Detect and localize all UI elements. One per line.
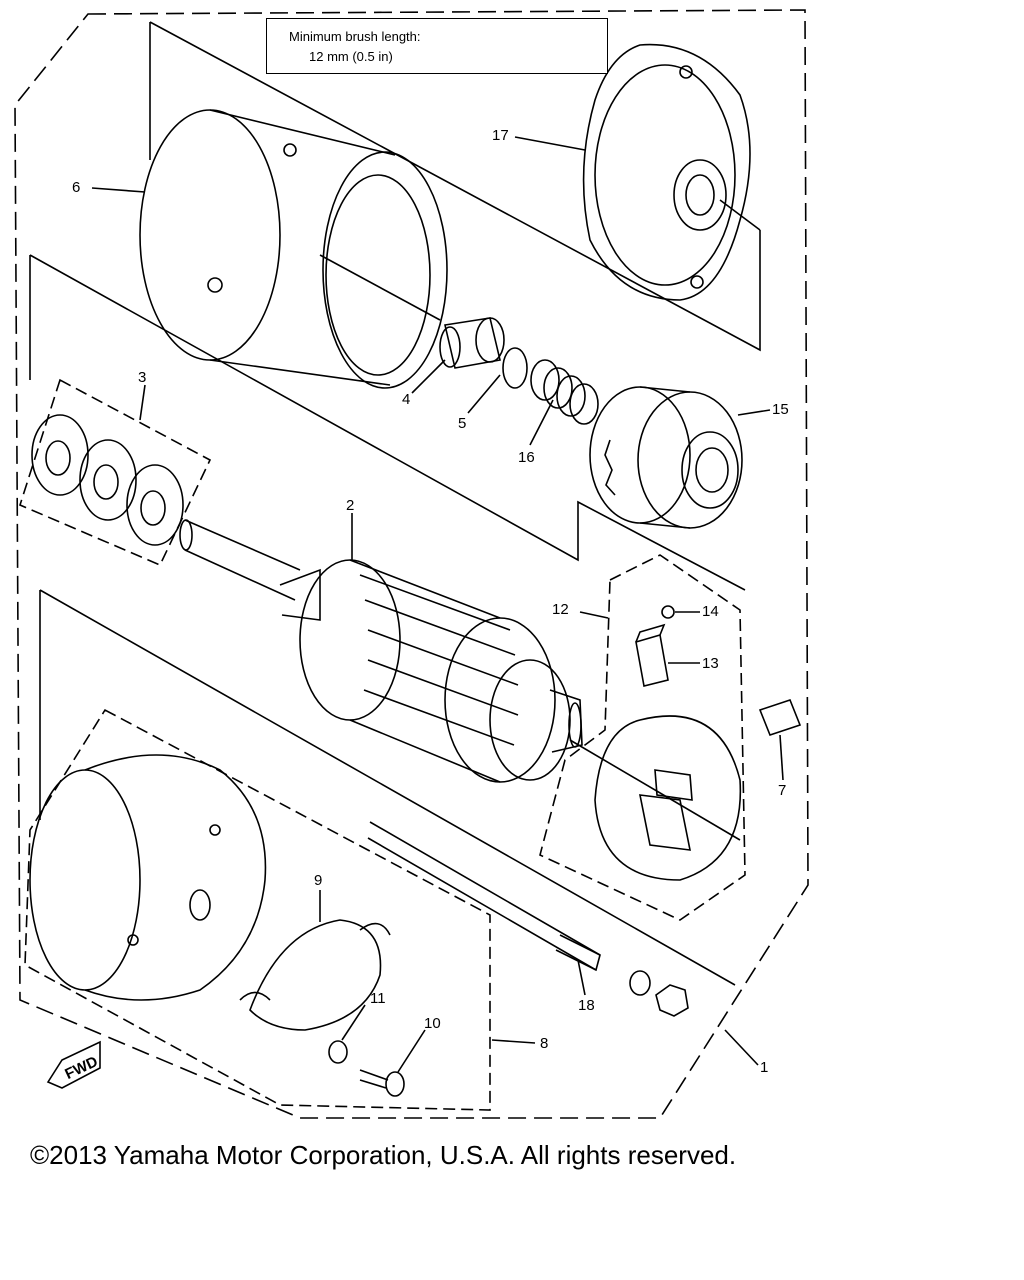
leader-3 xyxy=(139,384,146,421)
label-part-15: 15 xyxy=(772,401,789,418)
through-bolt xyxy=(367,821,689,1017)
label-part-17: 17 xyxy=(492,127,509,144)
label-part-11: 11 xyxy=(370,990,386,1007)
label-part-18: 18 xyxy=(578,997,595,1014)
leader-7 xyxy=(779,734,784,781)
note-brush-length-title: Minimum brush length: xyxy=(289,29,421,44)
leader-8 xyxy=(491,1039,536,1044)
leader-12 xyxy=(579,611,609,619)
spring xyxy=(530,359,599,425)
label-part-8: 8 xyxy=(540,1035,548,1052)
leader-4 xyxy=(411,359,446,394)
note-box: Minimum brush length: 12 mm (0.5 in) xyxy=(266,18,608,74)
end-cover-group-outline xyxy=(24,708,491,1111)
yoke-housing xyxy=(139,109,448,389)
copyright-notice: ©2013 Yamaha Motor Corporation, U.S.A. A… xyxy=(30,1140,737,1170)
screw-10 xyxy=(359,1069,405,1097)
brush-plate xyxy=(569,715,742,881)
end-cover xyxy=(29,754,267,1001)
alignment-lines-top xyxy=(149,21,761,352)
brush xyxy=(635,623,669,687)
leader-6 xyxy=(91,187,146,193)
washer-group-outline xyxy=(19,378,212,567)
pinion-clutch xyxy=(589,386,743,529)
brush-spring xyxy=(661,605,675,619)
alignment-lines-low xyxy=(39,589,736,986)
leader-16 xyxy=(529,399,554,446)
label-part-5: 5 xyxy=(458,415,466,432)
label-part-3: 3 xyxy=(138,369,146,386)
note-brush-length-value: 12 mm (0.5 in) xyxy=(309,49,393,64)
assembly-outline xyxy=(14,9,809,1119)
leader-15 xyxy=(737,409,771,416)
leader-1 xyxy=(724,1029,759,1066)
label-part-10: 10 xyxy=(424,1015,441,1032)
label-part-16: 16 xyxy=(518,449,535,466)
label-part-4: 4 xyxy=(402,391,410,408)
bushing xyxy=(439,317,505,369)
label-part-13: 13 xyxy=(702,655,719,672)
front-cover xyxy=(582,43,761,301)
brush-holder-group-outline xyxy=(539,554,746,921)
circlip xyxy=(502,347,528,389)
label-part-12: 12 xyxy=(552,601,569,618)
label-part-1: 1 xyxy=(760,1059,768,1076)
label-part-9: 9 xyxy=(314,872,322,889)
leader-10 xyxy=(397,1029,426,1073)
leader-17 xyxy=(514,136,586,151)
washer-11 xyxy=(328,1040,348,1064)
brush-terminal xyxy=(758,699,802,736)
fwd-arrow-icon xyxy=(46,1040,101,1089)
armature xyxy=(179,519,583,783)
leader-18 xyxy=(577,959,586,996)
label-part-7: 7 xyxy=(778,782,786,799)
leader-11 xyxy=(341,1004,366,1041)
label-part-6: 6 xyxy=(72,179,80,196)
cap xyxy=(239,919,391,1031)
label-part-14: 14 xyxy=(702,603,719,620)
washers xyxy=(31,414,184,546)
alignment-lines-mid xyxy=(29,254,746,591)
leader-5 xyxy=(467,374,501,414)
label-part-2: 2 xyxy=(346,497,354,514)
